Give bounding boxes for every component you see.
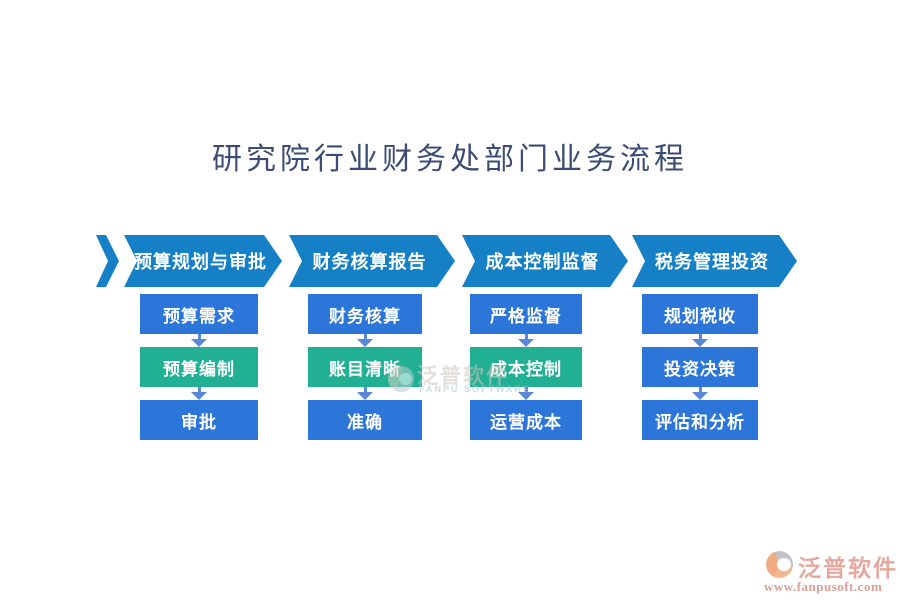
step-box: 预算需求	[140, 294, 258, 334]
down-arrow-icon	[191, 334, 207, 347]
lead-chevron-icon	[96, 235, 119, 287]
watermark-brand-name: 泛普软件	[417, 365, 509, 388]
down-arrow-icon	[518, 334, 534, 347]
down-arrow-icon	[692, 334, 708, 347]
fanpu-watermark-icon	[388, 366, 414, 392]
down-arrow-icon	[191, 387, 207, 400]
down-arrow-icon	[518, 387, 534, 400]
step-box: 评估和分析	[642, 400, 758, 440]
footer-brand-url: www.fanpusoft.com	[764, 579, 883, 594]
page-title: 研究院行业财务处部门业务流程	[212, 143, 688, 176]
stage-banner-accounting: 财务核算报告	[289, 235, 455, 287]
stage-banner-budget: 预算规划与审批	[124, 235, 282, 287]
down-arrow-icon	[357, 387, 373, 400]
footer-brand-name: 泛普软件	[798, 556, 898, 581]
footer-logo: 泛普软件 www.fanpusoft.com	[762, 549, 897, 594]
step-box: 严格监督	[470, 294, 582, 334]
step-box: 预算编制	[140, 347, 258, 387]
step-box: 投资决策	[642, 347, 758, 387]
step-box: 审批	[140, 400, 258, 440]
stage-banner-cost-control: 成本控制监督	[462, 235, 628, 287]
step-box: 规划税收	[642, 294, 758, 334]
step-box: 准确	[308, 400, 422, 440]
watermark-brand-subtitle: FANPU SOFTWARE	[419, 384, 532, 394]
down-arrow-icon	[357, 334, 373, 347]
step-box: 财务核算	[308, 294, 422, 334]
center-watermark: 泛普软件 FANPU SOFTWARE	[386, 358, 566, 400]
step-box: 运营成本	[470, 400, 582, 440]
step-box: 成本控制	[470, 347, 582, 387]
stage-banner-tax: 税务管理投资	[632, 235, 797, 287]
down-arrow-icon	[692, 387, 708, 400]
fanpu-logo-icon	[766, 551, 793, 578]
